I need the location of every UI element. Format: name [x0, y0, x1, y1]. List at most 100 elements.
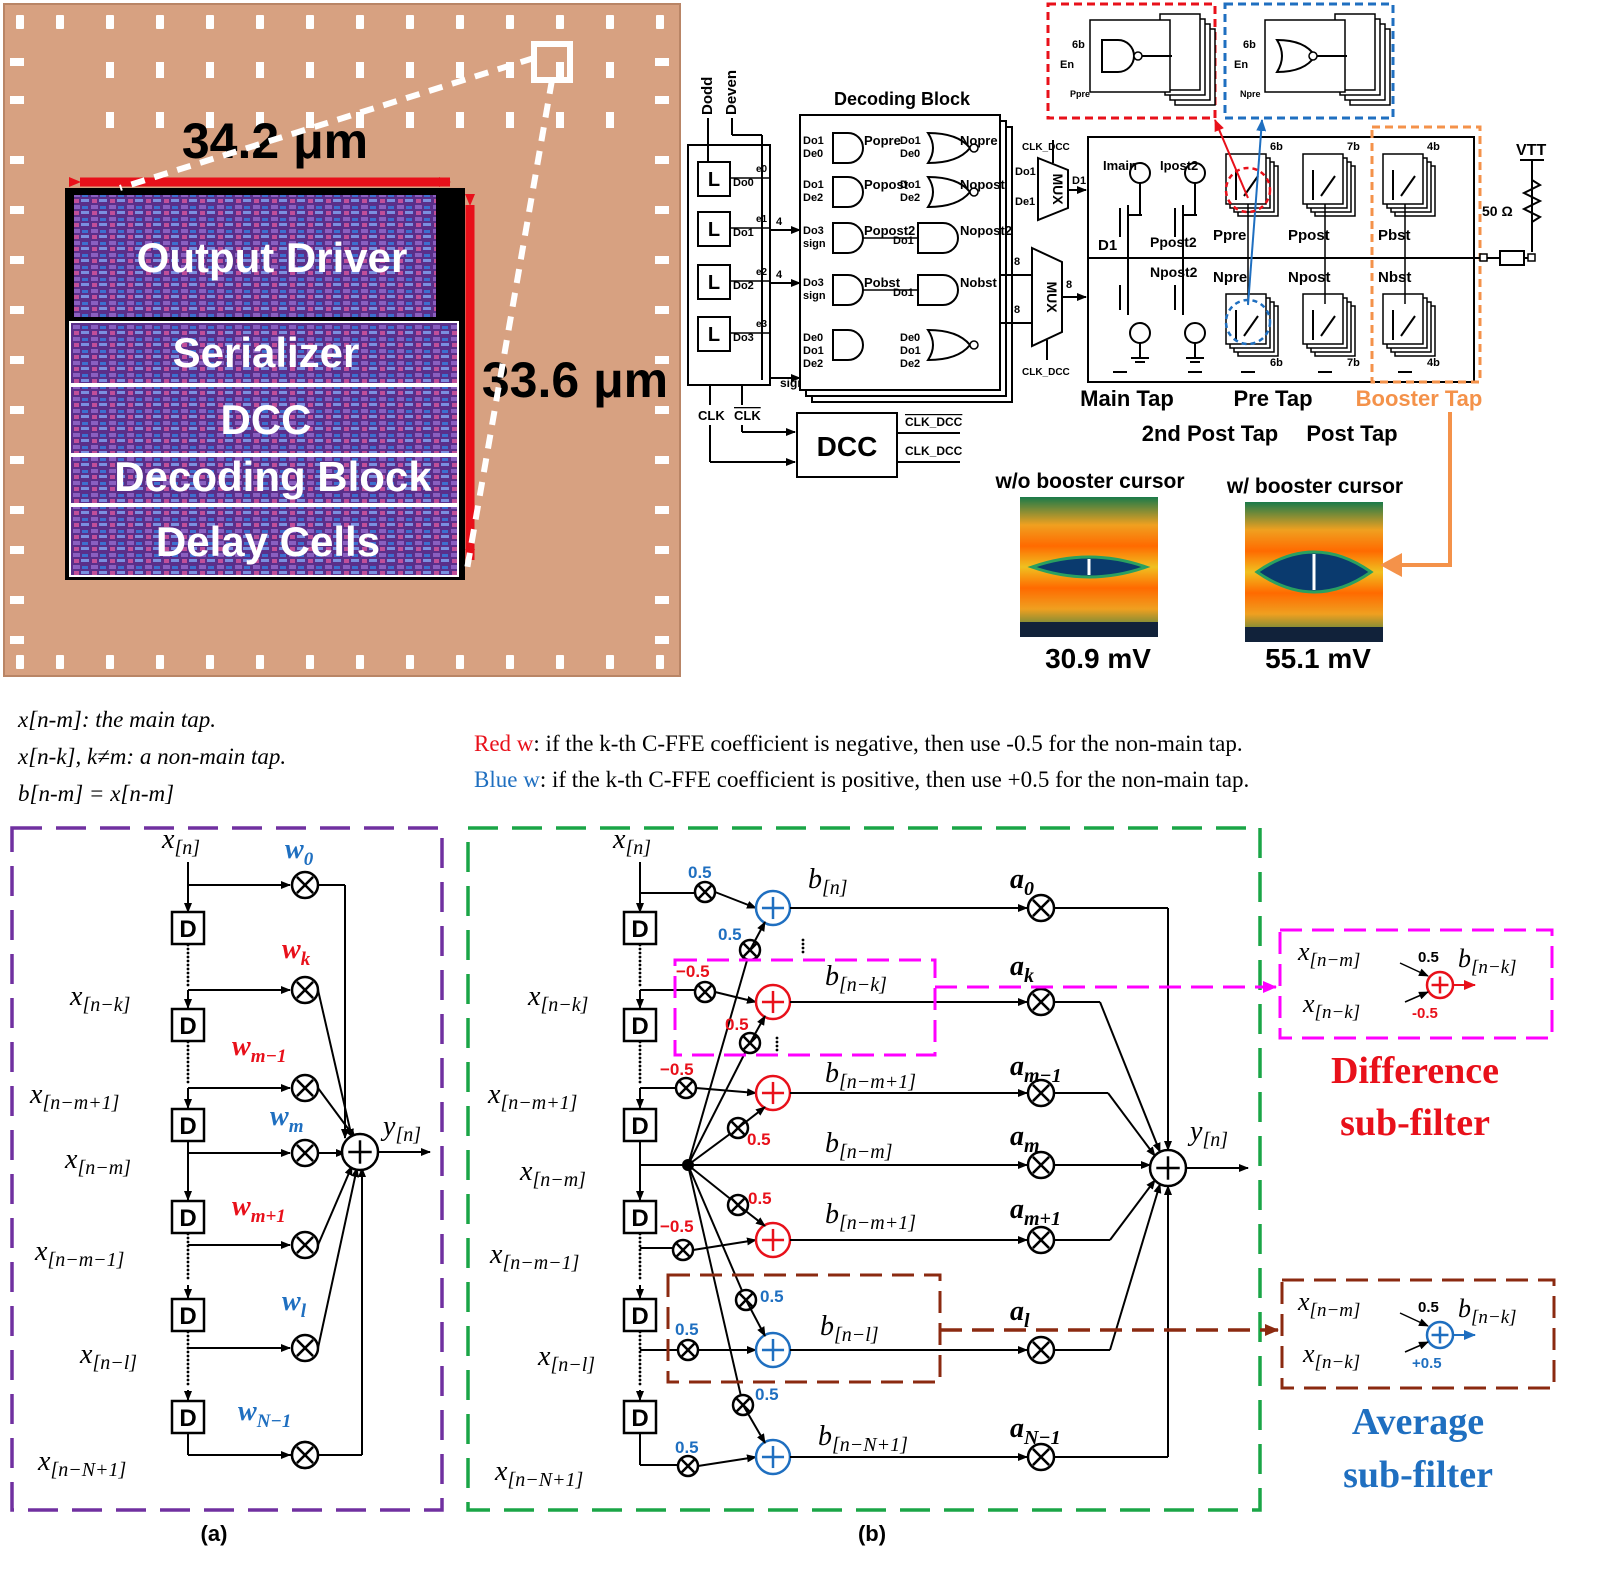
- vtt-label: VTT: [1516, 142, 1546, 159]
- and-gate: [917, 222, 959, 254]
- pad-left: [10, 256, 24, 264]
- latch-label: L: [708, 324, 720, 346]
- gate-output: Popost: [864, 177, 909, 192]
- delay-block: [622, 910, 658, 946]
- pad-top: [306, 15, 314, 29]
- pad-bottom: [656, 655, 664, 669]
- latch: [697, 161, 731, 197]
- ppre-label: Ppre: [1213, 227, 1246, 244]
- gate-input: De0: [900, 332, 920, 344]
- pad-right: [655, 636, 669, 644]
- decoding-block-title: Decoding Block: [834, 89, 971, 109]
- pad-top: [556, 15, 564, 29]
- gate-output: Nopre: [960, 133, 998, 148]
- delay-block: [170, 1107, 206, 1143]
- gate-input: Do1: [900, 135, 921, 147]
- latch-out-do: Do2: [733, 280, 754, 292]
- output-driver-block: [74, 195, 436, 317]
- gate-output: Nobst: [960, 275, 998, 290]
- input-label: x[n−N+1]: [494, 1456, 583, 1491]
- note-blue-text: : if the k-th C-FFE coefficient is posit…: [540, 767, 1249, 792]
- pad-right: [655, 406, 669, 414]
- bond-pads: [10, 15, 669, 669]
- gate-input: De0: [803, 332, 823, 344]
- pad-inner: [606, 62, 614, 78]
- pad-left: [10, 58, 24, 66]
- scale-value: 0.5: [675, 1320, 699, 1339]
- vtt-resistor: [1521, 179, 1543, 223]
- input-deven: Deven: [723, 70, 740, 115]
- res-label: 50 Ω: [1482, 203, 1513, 219]
- pad-inner: [306, 62, 314, 78]
- dcc-block: [69, 385, 459, 455]
- delay-block: [170, 1199, 206, 1235]
- gate-input: De0: [900, 148, 920, 160]
- eye-value-without: 30.9 mV: [1045, 643, 1151, 674]
- coeff-label: am+1: [1010, 1194, 1061, 1230]
- input-label: x[n−m]: [519, 1156, 586, 1191]
- sub-w2: -0.5: [1412, 1005, 1438, 1022]
- sub-filter-details: x[n−m]x[n−k]b[n−k]0.5-0.5x[n−m]x[n−k]b[n…: [1297, 937, 1517, 1373]
- gate-input: De0: [803, 148, 823, 160]
- pad-left: [10, 156, 24, 164]
- tap-label-post: Post Tap: [1306, 421, 1397, 446]
- coeff-label: ak: [1010, 951, 1034, 987]
- and-gate: [832, 132, 864, 164]
- scale-value: 0.5: [760, 1287, 784, 1306]
- pad-right: [655, 96, 669, 104]
- pad-inner: [106, 62, 114, 78]
- tap-cell-slice: [1382, 293, 1424, 345]
- input-x: x: [37, 1446, 51, 1477]
- input-index: [n−k]: [82, 994, 130, 1016]
- caption-b: (b): [858, 1521, 886, 1546]
- scale-value: 0.5: [688, 863, 712, 882]
- clk-dcc: CLK_DCC: [905, 444, 963, 458]
- or-gate: [926, 175, 972, 209]
- input-x: x: [34, 1236, 48, 1267]
- delay-label: D: [179, 1113, 196, 1140]
- pad-top: [206, 15, 214, 29]
- latch: [697, 211, 731, 247]
- gate-input: sign: [803, 290, 826, 302]
- pad-top: [606, 15, 614, 29]
- mux-in-de1: De1: [1015, 196, 1035, 208]
- gate-output: Nopost: [960, 177, 1005, 192]
- average-title-1: Average: [1352, 1401, 1484, 1443]
- sub-filters: x[n−m]x[n−k]b[n−k]0.5-0.5x[n−m]x[n−k]b[n…: [1278, 928, 1556, 1496]
- delay-label: D: [631, 916, 648, 943]
- scale-value: −0.5: [660, 1217, 694, 1236]
- pad-bottom: [406, 655, 414, 669]
- pad-inner: [456, 62, 464, 78]
- weight-label: wl: [282, 1286, 307, 1322]
- pre-tap-inset-blue: [1223, 2, 1395, 120]
- sub-in-1: x[n−m]: [1297, 937, 1360, 971]
- inset-gates: [1089, 13, 1391, 106]
- average-highlight: [666, 1273, 942, 1384]
- inset-en-a: En: [1060, 59, 1074, 71]
- gate-input: Do1: [803, 179, 824, 191]
- pad-right: [655, 256, 669, 264]
- delay-label: D: [179, 916, 196, 943]
- input-label: x[n−m−1]: [34, 1236, 124, 1271]
- scale-value: 0.5: [718, 925, 742, 944]
- sub-w2: +0.5: [1412, 1355, 1442, 1372]
- gate-input: De2: [803, 358, 823, 370]
- pad-inner: [606, 112, 614, 128]
- mux-clk-dcc-label: CLK_DCC: [1022, 142, 1070, 153]
- inset-npre: Npre: [1240, 89, 1261, 99]
- cell-bits: 4b: [1427, 141, 1440, 153]
- pad-top: [506, 15, 514, 29]
- pad-bottom: [16, 655, 24, 669]
- nor-gate: [1275, 38, 1317, 74]
- scale-value: 0.5: [748, 1189, 772, 1208]
- pad-top: [16, 15, 24, 29]
- ppost-label: Ppost: [1288, 227, 1330, 244]
- input-label: x[n−l]: [79, 1339, 137, 1374]
- pad-left: [10, 506, 24, 514]
- pad-top: [356, 15, 364, 29]
- pbst-label: Pbst: [1378, 227, 1411, 244]
- tap-cell-slice: [1225, 293, 1267, 345]
- pad-left: [10, 406, 24, 414]
- pad-inner: [506, 112, 514, 128]
